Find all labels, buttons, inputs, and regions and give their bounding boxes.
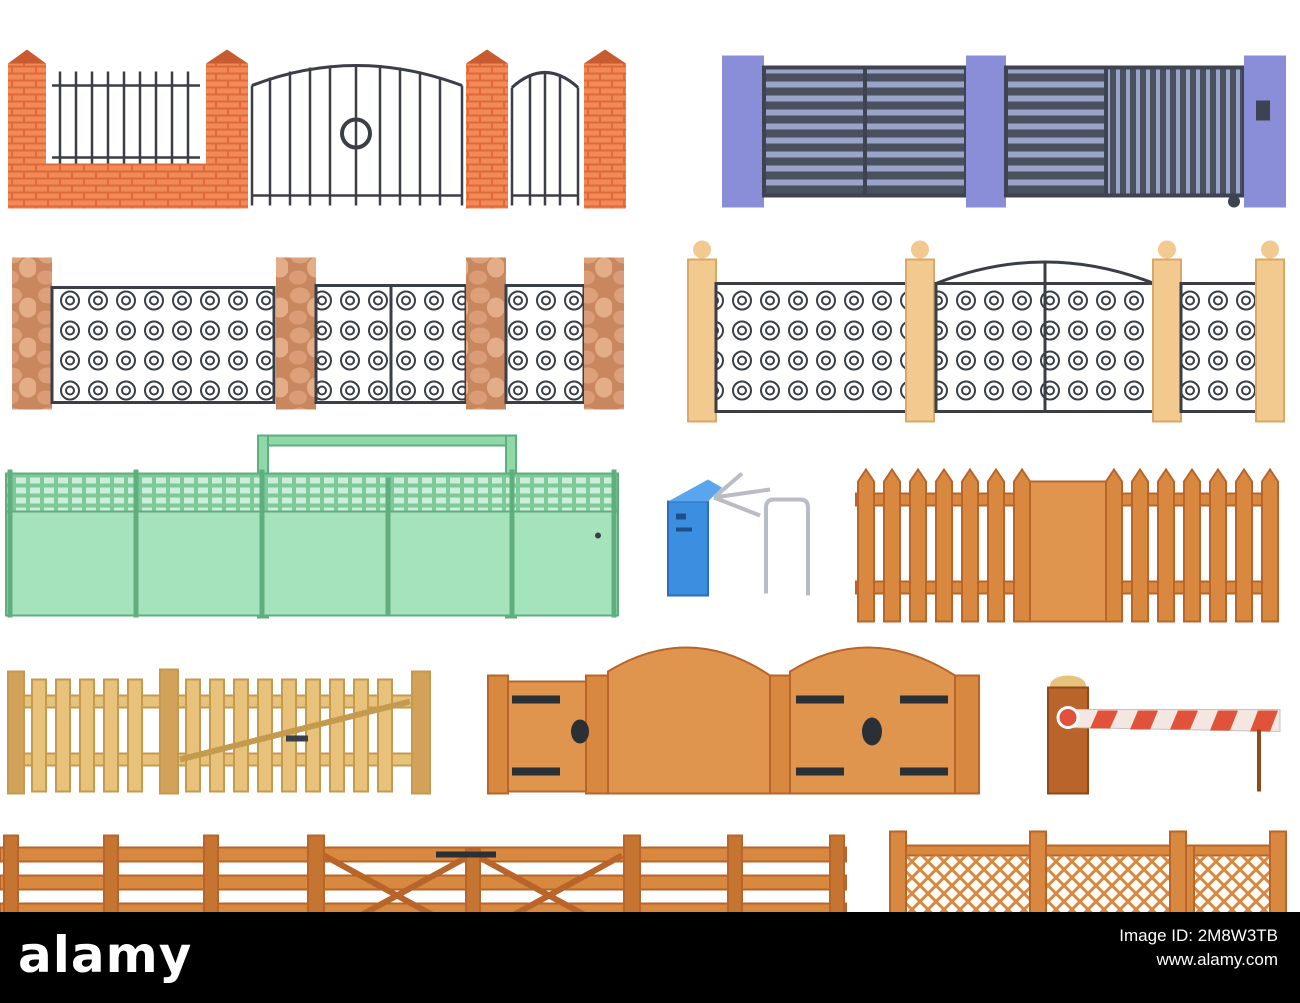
stone-fence-icon bbox=[12, 257, 624, 410]
light-wood-fence-icon bbox=[7, 668, 431, 795]
mint-fence-icon bbox=[5, 434, 619, 619]
arched-wood-gate-icon bbox=[487, 646, 980, 795]
wrought-iron-fence-icon bbox=[8, 49, 626, 209]
sliding-gate-icon bbox=[722, 55, 1286, 208]
barrier-gate-icon bbox=[1047, 675, 1281, 795]
ornamental-fence-icon bbox=[687, 240, 1285, 423]
image-id: Image ID: 2M8W3TB bbox=[1119, 926, 1278, 945]
watermark-footer: alamy Image ID: 2M8W3TB www.alamy.com bbox=[0, 912, 1300, 1003]
turnstile-icon bbox=[667, 471, 810, 597]
brand-logo: alamy bbox=[18, 926, 193, 984]
picket-fence-icon bbox=[855, 467, 1279, 623]
image-id-box: Image ID: 2M8W3TB www.alamy.com bbox=[1119, 924, 1278, 972]
website-link[interactable]: www.alamy.com bbox=[1156, 950, 1278, 969]
